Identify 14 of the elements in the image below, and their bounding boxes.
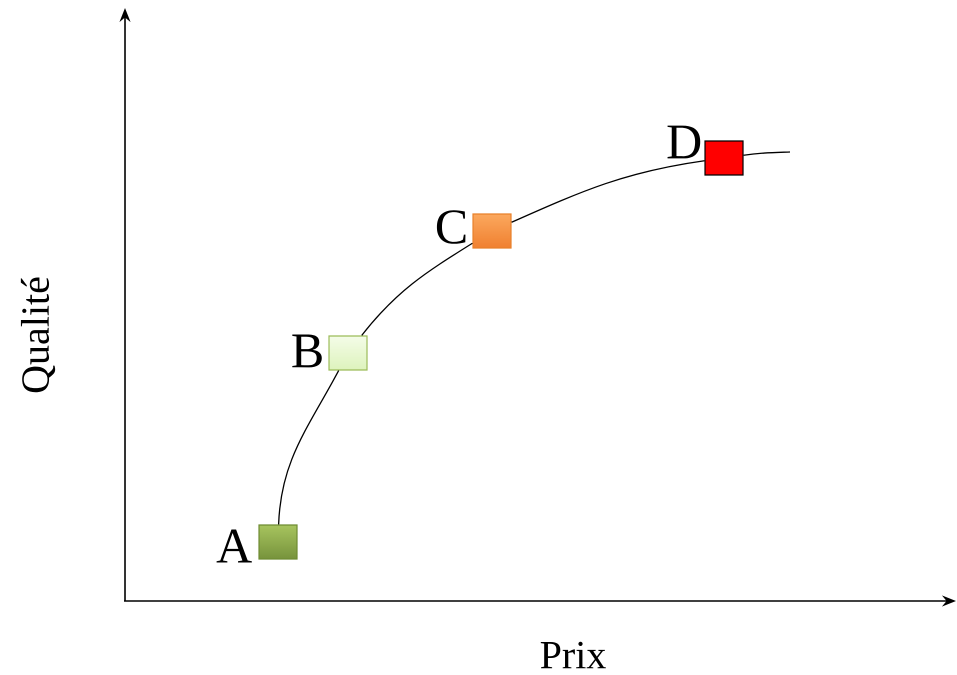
point-letter: D — [668, 126, 700, 158]
curve-line — [361, 242, 473, 336]
square-marker — [258, 524, 298, 560]
curve-line — [744, 151, 790, 156]
axis-label: Qualité — [20, 278, 56, 392]
curve-line — [511, 160, 704, 223]
square-marker — [328, 335, 368, 371]
point-letter: C — [436, 210, 466, 244]
square-marker — [704, 140, 744, 176]
square-marker — [472, 213, 512, 249]
point-letter: A — [216, 530, 252, 562]
curve-line — [278, 370, 340, 524]
point-letter: B — [292, 334, 322, 368]
axis-label: Prix — [540, 642, 606, 668]
